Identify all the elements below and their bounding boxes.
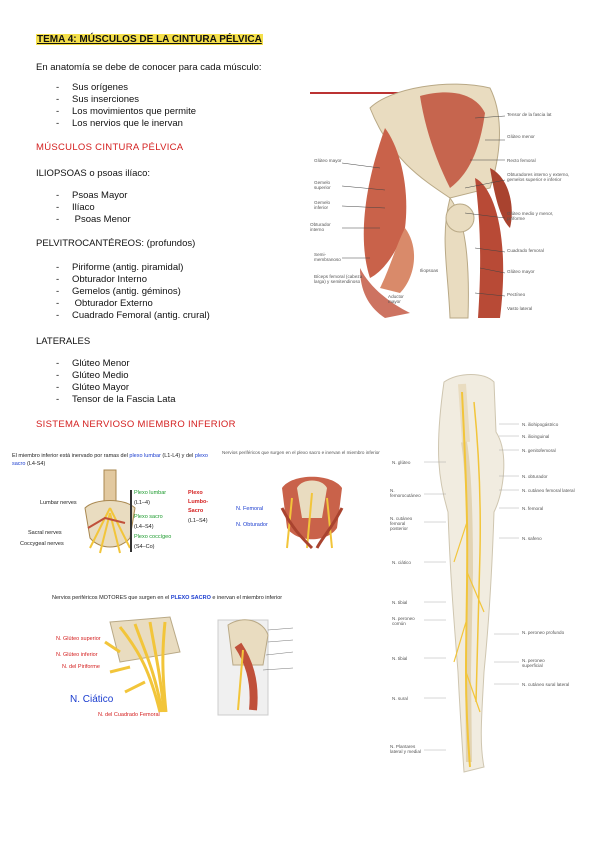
leg-label-right-1: N. ilioinguinal [522, 434, 550, 439]
label-plexo-sacro: Plexo sacro [134, 514, 163, 520]
label-gluteo-inferior: N. Glúteo inferior [56, 652, 98, 658]
intro-list-item: -Sus inserciones [56, 94, 140, 105]
motor-nerves-figure: Nervios periféricos MOTORES que surgen e… [50, 594, 290, 722]
section-heading-sistema-nervioso: SISTEMA NERVIOSO MIEMBRO INFERIOR [36, 419, 236, 430]
label-gluteo-medio-menor: Glúteo medio y menor, piriforme [507, 211, 554, 221]
label-plexo-lumbar: Plexo lumbar [134, 490, 167, 496]
label-plexo-lumbosacro-1: Plexo [188, 490, 203, 496]
label-gluteo-menor: Glúteo menor [507, 134, 535, 139]
lumbosacral-plexus-figure: El miembro inferior está inervado por ra… [10, 448, 222, 560]
laterales-item: -Glúteo Mayor [56, 382, 130, 393]
motor-caption: Nervios periféricos MOTORES que surgen e… [52, 595, 283, 601]
label-n-ciatico: N. Ciático [70, 694, 114, 705]
plexus-bracket [130, 490, 132, 552]
leg-label-left-7: N. sural [392, 696, 408, 701]
laterales-item: -Tensor de la Fascia Lata [56, 394, 176, 405]
label-aductor-mayor: Aductor mayor [388, 294, 404, 304]
leg-label-right-4: N. cutáneo femoral lateral [522, 488, 575, 493]
sacral-plexus-illustration [104, 616, 181, 713]
label-gluteo-superior: N. Glúteo superior [56, 636, 101, 642]
leg-label-left-3: N. ciático [392, 560, 411, 565]
page-title: TEMA 4: MÚSCULOS DE LA CINTURA PÉLVICA [36, 34, 263, 45]
label-pectineo: Pectíneo [507, 292, 526, 297]
intro-text: En anatomía se debe de conocer para cada… [36, 62, 262, 73]
label-lumbar-nerves: Lumbar nerves [40, 500, 77, 506]
iliopsoas-item: - Psoas Menor [56, 214, 131, 225]
label-gemelo-superior: Gemelo superior [314, 180, 331, 190]
spine-pelvis-illustration [84, 469, 136, 554]
label-semimembranoso: Semi-membranoso [314, 252, 341, 262]
pelvitro-item: -Obturador Interno [56, 274, 147, 285]
leg-nerves-figure: N. glúteo N. femorocutáneo N. cutáneo fe… [384, 372, 584, 778]
intro-list-item: -Sus orígenes [56, 82, 128, 93]
pelvitro-item: - Obturador Externo [56, 298, 153, 309]
iliopsoas-item: -Ilíaco [56, 202, 95, 213]
label-lumbar-range: (L1–4) [134, 500, 150, 506]
label-n-femoral: N. Femoral [236, 506, 264, 512]
leg-label-left-4: N. tibial [392, 600, 408, 605]
intro-list-item: -Los movimientos que permite [56, 106, 197, 117]
pelvis-nerves-caption: Nervios periféricos que surgen en el ple… [222, 450, 380, 455]
leg-label-right-6: N. safeno [522, 536, 542, 541]
label-n-cuadrado-femoral: N. del Cuadrado Femoral [98, 712, 160, 718]
pelvitro-item: -Gemelos (antig. géminos) [56, 286, 181, 297]
hip-nerve-small-illustration [217, 619, 294, 716]
label-iliopsoas: Iliopsoas [420, 268, 439, 273]
leg-nerves-illustration [424, 374, 519, 773]
leg-label-right-0: N. iliohipogástrico [522, 422, 559, 427]
leg-label-right-9: N. cutáneo sural lateral [522, 682, 570, 687]
label-tensor-fascia: Tensor de la fascia lat [507, 112, 552, 117]
label-coccigeo-range: (S4–Co) [134, 544, 155, 550]
label-gemelo-inferior: Gemelo inferior [314, 200, 331, 210]
leg-label-right-7: N. peroneo profundo [522, 630, 565, 635]
leg-label-left-1: N. femorocutáneo [390, 488, 421, 498]
leg-label-left-6: N. tibial [392, 656, 408, 661]
laterales-heading: LATERALES [36, 336, 91, 347]
leg-label-right-5: N. femoral [522, 506, 544, 511]
iliopsoas-heading: ILIOPSOAS o psoas ilíaco: [36, 168, 151, 179]
pelvitrocantereos-heading: PELVITROCANTÉREOS: (profundos) [36, 238, 196, 249]
intro-list-item: -Los nervios que le inervan [56, 118, 183, 129]
laterales-item: -Glúteo Menor [56, 358, 130, 369]
label-plexo-lumbosacro-3: Sacro [188, 508, 204, 514]
laterales-item: -Glúteo Medio [56, 370, 129, 381]
iliopsoas-item: -Psoas Mayor [56, 190, 128, 201]
leg-label-right-3: N. obturador [522, 474, 548, 479]
label-obturadores: Obturadores interno y externo, gemelos s… [507, 172, 570, 182]
label-cuadrado-femoral: Cuadrado femoral [507, 248, 544, 253]
label-plexo-lumbosacro-2: Lumbo- [188, 499, 209, 505]
plexus-caption: El miembro inferior está inervado por ra… [12, 453, 208, 467]
leg-label-right-2: N. genitofemoral [522, 448, 556, 453]
leg-label-left-2: N. cutáneo femoral posterior [390, 516, 413, 531]
pelvis-nerves-figure: Nervios periféricos que surgen en el ple… [222, 448, 382, 553]
label-sacral-nerves: Sacral nerves [28, 530, 62, 536]
hip-nerve-small-figure [198, 610, 310, 720]
leg-label-left-8: N. Plantares lateral y medial [390, 744, 421, 754]
label-sacro-range: (L4–S4) [134, 524, 154, 530]
label-n-obturador: N. Obturador [236, 522, 268, 528]
label-obturador-interno: Obturador interno [310, 222, 331, 232]
pelvitro-item: -Cuadrado Femoral (antig. crural) [56, 310, 210, 321]
hip-muscles-figure: Tensor de la fascia lat Glúteo menor Rec… [300, 78, 580, 320]
pelvitro-item: -Piriforme (antig. piramidal) [56, 262, 184, 273]
label-plexo-lumbosacro-range: (L1–S4) [188, 518, 208, 524]
label-gluteo-mayor-left: Glúteo mayor [314, 158, 342, 163]
leg-label-left-0: N. glúteo [392, 460, 411, 465]
label-n-piriforme: N. del Piriforme [62, 664, 100, 670]
label-recto-femoral: Recto femoral [507, 158, 536, 163]
label-plexo-coccigeo: Plexo coccígeo [134, 534, 172, 540]
hip-muscles-illustration [310, 83, 512, 319]
label-biceps-femoral: Bíceps femoral (cabeza larga) y semitend… [314, 274, 363, 284]
label-gluteo-mayor-right: Glúteo mayor [507, 269, 535, 274]
section-heading-musculos: MÚSCULOS CINTURA PÉLVICA [36, 142, 184, 153]
label-vasto-lateral: Vasto lateral [507, 306, 533, 311]
leg-label-right-8: N. peroneo superficial [522, 658, 545, 668]
leg-label-left-5: N. peroneo común [392, 616, 415, 626]
pelvis-nerves-illustration [280, 476, 344, 550]
label-coccygeal-nerves: Coccygeal nerves [20, 541, 64, 547]
